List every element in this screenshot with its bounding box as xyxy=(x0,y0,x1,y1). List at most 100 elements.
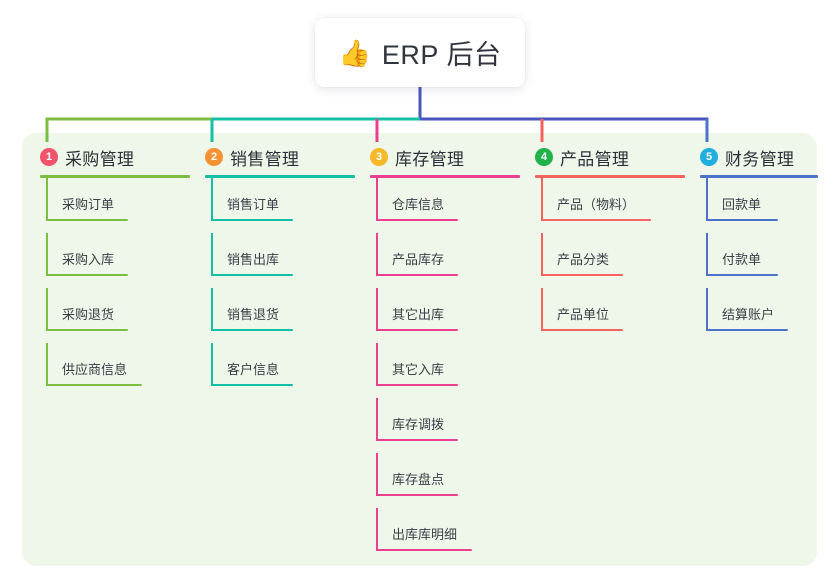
branch-child-item[interactable]: 结算账户 xyxy=(700,288,818,343)
branch-child-item[interactable]: 库存调拨 xyxy=(370,398,520,453)
branch-child-item[interactable]: 产品库存 xyxy=(370,233,520,288)
branch-children: 产品（物料） 产品分类产品单位 xyxy=(535,178,685,343)
branch-children: 销售订单销售出库销售退货客户信息 xyxy=(205,178,355,398)
branch-child-item[interactable]: 客户信息 xyxy=(205,343,355,398)
child-connector-stem xyxy=(541,233,543,276)
child-label: 库存盘点 xyxy=(392,472,445,487)
root-node[interactable]: 👍 ERP 后台 xyxy=(315,18,525,87)
branch-child-item[interactable]: 付款单 xyxy=(700,233,818,288)
branch-header-3[interactable]: 3 库存管理 xyxy=(370,145,520,169)
child-underline xyxy=(376,329,458,331)
child-label: 库存调拨 xyxy=(392,417,445,432)
branch-child-item[interactable]: 回款单 xyxy=(700,178,818,233)
child-underline xyxy=(376,549,472,551)
child-connector-stem xyxy=(46,233,48,276)
branch-child-item[interactable]: 库存盘点 xyxy=(370,453,520,508)
child-label: 销售订单 xyxy=(227,197,280,212)
branch-underline xyxy=(370,175,520,178)
branch-child-item[interactable]: 供应商信息 xyxy=(40,343,190,398)
branch-underline xyxy=(700,175,818,178)
child-label: 出库库明细 xyxy=(392,527,458,542)
child-label: 回款单 xyxy=(722,197,762,212)
branch-child-item[interactable]: 产品分类 xyxy=(535,233,685,288)
child-underline xyxy=(541,219,651,221)
branch-child-item[interactable]: 产品（物料） xyxy=(535,178,685,233)
child-underline xyxy=(541,329,623,331)
branch-child-item[interactable]: 仓库信息 xyxy=(370,178,520,233)
branch-child-item[interactable]: 其它出库 xyxy=(370,288,520,343)
child-label: 其它入库 xyxy=(392,362,445,377)
child-label: 产品库存 xyxy=(392,252,445,267)
branch-title: 销售管理 xyxy=(230,149,300,169)
child-label: 产品（物料） xyxy=(557,197,636,212)
child-label: 销售出库 xyxy=(227,252,280,267)
child-connector-stem xyxy=(376,508,378,551)
branch-child-item[interactable]: 采购入库 xyxy=(40,233,190,288)
child-underline xyxy=(46,384,142,386)
child-label: 仓库信息 xyxy=(392,197,445,212)
child-label: 产品单位 xyxy=(557,307,610,322)
branch-number-badge: 2 xyxy=(205,148,223,166)
branch-child-item[interactable]: 销售订单 xyxy=(205,178,355,233)
child-underline xyxy=(706,219,778,221)
branch-child-item[interactable]: 销售出库 xyxy=(205,233,355,288)
child-label: 其它出库 xyxy=(392,307,445,322)
child-underline xyxy=(376,384,458,386)
branch-child-item[interactable]: 销售退货 xyxy=(205,288,355,343)
child-connector-stem xyxy=(376,343,378,386)
branch-underline xyxy=(205,175,355,178)
branch-number-badge: 4 xyxy=(535,148,553,166)
branch-child-item[interactable]: 采购退货 xyxy=(40,288,190,343)
branch-underline xyxy=(40,175,190,178)
branch-children: 回款单付款单结算账户 xyxy=(700,178,818,343)
child-connector-stem xyxy=(376,233,378,276)
branch-underline xyxy=(535,175,685,178)
thumbs-up-icon: 👍 xyxy=(338,37,371,68)
branch-column-4: 4 产品管理产品（物料） 产品分类产品单位 xyxy=(535,145,685,343)
child-label: 采购退货 xyxy=(62,307,115,322)
branch-column-2: 2 销售管理销售订单销售出库销售退货客户信息 xyxy=(205,145,355,398)
child-connector-stem xyxy=(376,288,378,331)
child-underline xyxy=(46,219,128,221)
branch-title: 产品管理 xyxy=(560,149,630,169)
branch-children: 仓库信息产品库存其它出库其它入库库存调拨库存盘点出库库明细 xyxy=(370,178,520,563)
child-label: 结算账户 xyxy=(722,307,775,322)
child-connector-stem xyxy=(376,178,378,221)
child-connector-stem xyxy=(46,288,48,331)
child-label: 采购订单 xyxy=(62,197,115,212)
child-connector-stem xyxy=(376,398,378,441)
branch-child-item[interactable]: 采购订单 xyxy=(40,178,190,233)
child-connector-stem xyxy=(46,343,48,386)
branch-header-4[interactable]: 4 产品管理 xyxy=(535,145,685,169)
root-title: ERP 后台 xyxy=(381,40,502,70)
child-underline xyxy=(211,274,293,276)
child-connector-stem xyxy=(211,233,213,276)
branch-children: 采购订单采购入库采购退货供应商信息 xyxy=(40,178,190,398)
child-underline xyxy=(706,329,788,331)
branch-title: 采购管理 xyxy=(65,149,135,169)
branch-header-2[interactable]: 2 销售管理 xyxy=(205,145,355,169)
branch-child-item[interactable]: 产品单位 xyxy=(535,288,685,343)
child-label: 销售退货 xyxy=(227,307,280,322)
branch-column-3: 3 库存管理仓库信息产品库存其它出库其它入库库存调拨库存盘点出库库明细 xyxy=(370,145,520,563)
branch-number-badge: 5 xyxy=(700,148,718,166)
child-label: 供应商信息 xyxy=(62,362,128,377)
child-underline xyxy=(211,384,293,386)
child-connector-stem xyxy=(541,178,543,221)
child-label: 客户信息 xyxy=(227,362,280,377)
branch-child-item[interactable]: 出库库明细 xyxy=(370,508,520,563)
child-underline xyxy=(46,274,128,276)
child-label: 产品分类 xyxy=(557,252,610,267)
child-label: 付款单 xyxy=(722,252,762,267)
child-connector-stem xyxy=(706,288,708,331)
branch-number-badge: 3 xyxy=(370,148,388,166)
child-label: 采购入库 xyxy=(62,252,115,267)
branch-title: 库存管理 xyxy=(395,149,465,169)
branch-child-item[interactable]: 其它入库 xyxy=(370,343,520,398)
child-connector-stem xyxy=(211,343,213,386)
